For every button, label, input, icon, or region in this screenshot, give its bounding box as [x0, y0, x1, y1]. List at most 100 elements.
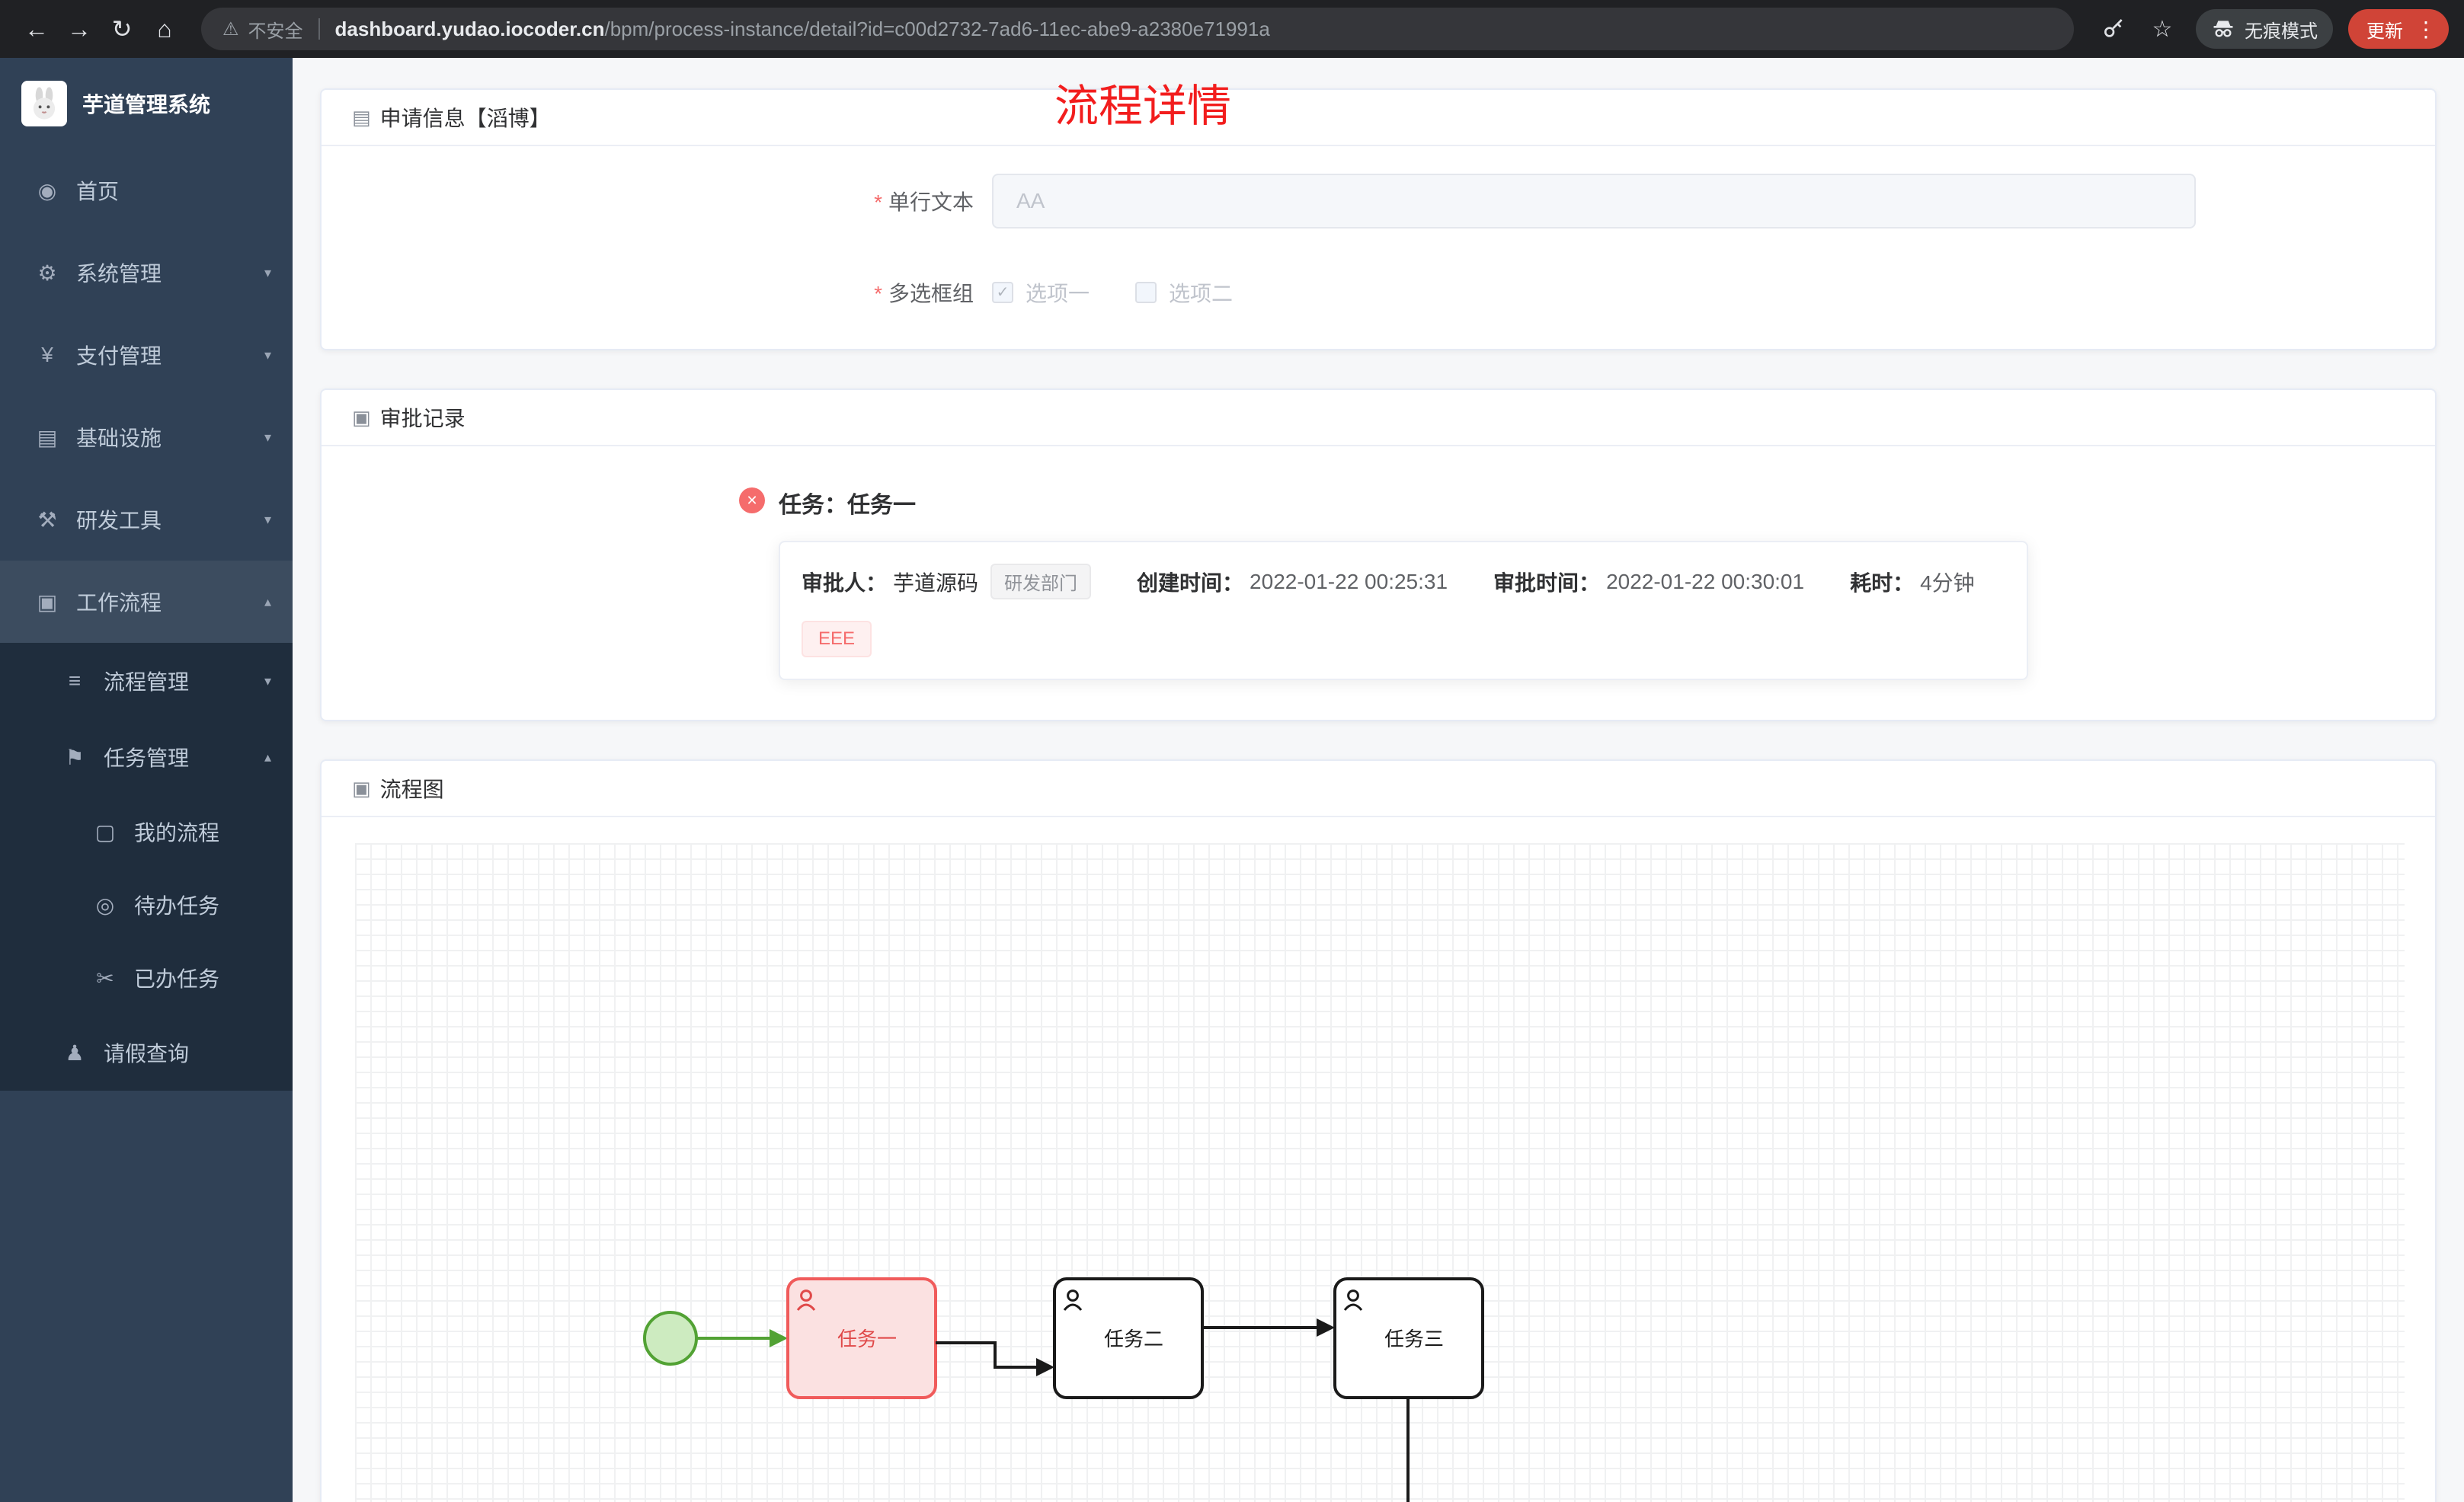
app-title: 芋道管理系统 — [82, 93, 211, 117]
sidebar-item-my-processes[interactable]: ▢ 我的流程 — [0, 795, 293, 868]
approved-label: 审批时间： — [1493, 570, 1601, 595]
record-icon: ▣ — [352, 405, 371, 429]
bookmark-star-icon[interactable]: ☆ — [2152, 16, 2173, 42]
sidebar-item-infrastructure[interactable]: ▤ 基础设施 ▾ — [0, 396, 293, 478]
chevron-up-icon: ▴ — [264, 749, 271, 765]
sidebar-item-todo-tasks[interactable]: ◎ 待办任务 — [0, 868, 293, 941]
task3-node[interactable]: 任务三 — [1333, 1277, 1484, 1399]
field-label: *多选框组 — [874, 282, 974, 305]
sidebar-item-devtools[interactable]: ⚒ 研发工具 ▾ — [0, 478, 293, 561]
security-warning-icon: ⚠ — [222, 18, 239, 40]
checkbox-option-1: ✓ 选项一 — [992, 277, 1090, 308]
yen-icon: ¥ — [41, 343, 53, 366]
sidebar-item-system[interactable]: ⚙ 系统管理 ▾ — [0, 232, 293, 314]
svg-text:任务三: 任务三 — [1384, 1328, 1444, 1350]
incognito-icon — [2213, 21, 2233, 37]
approval-records-card: ▣ 审批记录 ✕ 任务：任务一 审批人： 芋道源码 研发部门 创建时间： 202… — [320, 388, 2437, 721]
user-task-icon — [1063, 1289, 1083, 1311]
form-row-single-line-text: *单行文本 — [352, 174, 2405, 228]
arrowhead — [1036, 1358, 1054, 1376]
apply-info-header: ▤ 申请信息【滔博】 — [322, 90, 2435, 146]
flag-icon: ⚑ — [65, 745, 85, 769]
key-icon[interactable] — [2094, 9, 2133, 49]
list-icon: ≡ — [68, 669, 82, 692]
required-mark: * — [874, 190, 882, 214]
bpmn-canvas[interactable]: 任务一 任务二 — [355, 843, 2405, 1502]
logo-rabbit-icon — [21, 81, 67, 126]
sequence-flow-task1-task2 — [936, 1341, 1036, 1369]
dashboard-icon: ◉ — [37, 178, 57, 203]
process-diagram-card: ▣ 流程图 — [320, 759, 2437, 1502]
workflow-submenu: ≡ 流程管理 ▾ ⚑ 任务管理 ▴ ▢ 我的流程 ◎ 待办任务 ✂ 已办任务 — [0, 643, 293, 1091]
task2-node[interactable]: 任务二 — [1053, 1277, 1204, 1399]
reload-button[interactable]: ↻ — [111, 15, 133, 43]
forward-button[interactable]: → — [67, 14, 91, 43]
apply-info-card: ▤ 申请信息【滔博】 *单行文本 *多选框组 ✓ 选项一 — [320, 88, 2437, 350]
main-content: 流程详情 ▤ 申请信息【滔博】 *单行文本 *多选框组 ✓ 选项一 — [293, 58, 2464, 1502]
workflow-icon: ▣ — [37, 590, 58, 614]
chevron-down-icon: ▾ — [264, 264, 271, 280]
approval-detail-card: 审批人： 芋道源码 研发部门 创建时间： 2022-01-22 00:25:31… — [779, 541, 2028, 680]
sidebar-item-home[interactable]: ◉ 首页 — [0, 149, 293, 232]
task-title: 任务：任务一 — [779, 493, 916, 518]
chevron-down-icon: ▾ — [264, 673, 271, 689]
incognito-badge: 无痕模式 — [2196, 9, 2333, 49]
person-icon: ♟ — [65, 1040, 85, 1065]
form-row-checkbox-group: *多选框组 ✓ 选项一 选项二 — [352, 277, 2405, 308]
field-label: *单行文本 — [874, 190, 974, 214]
app-logo[interactable]: 芋道管理系统 — [0, 58, 293, 149]
created-label: 创建时间： — [1137, 570, 1244, 595]
svg-text:任务一: 任务一 — [837, 1328, 897, 1350]
url-path: /bpm/process-instance/detail?id=c00d2732… — [604, 17, 1270, 40]
user-task-icon — [796, 1289, 816, 1311]
dept-tag: 研发部门 — [990, 564, 1092, 599]
checkbox-group: ✓ 选项一 选项二 — [992, 277, 1233, 308]
url-text: dashboard.yudao.iocoder.cn/bpm/process-i… — [335, 18, 1270, 41]
duration-value: 4分钟 — [1920, 570, 1975, 595]
sidebar-item-workflow[interactable]: ▣ 工作流程 ▴ — [0, 561, 293, 643]
checkbox-checked-icon: ✓ — [992, 282, 1013, 303]
url-bar[interactable]: ⚠ 不安全 dashboard.yudao.iocoder.cn/bpm/pro… — [201, 8, 2074, 50]
task1-node[interactable]: 任务一 — [786, 1277, 937, 1399]
browser-update-button[interactable]: 更新 ⋮ — [2348, 9, 2449, 49]
home-button[interactable]: ⌂ — [157, 14, 172, 43]
sidebar: 芋道管理系统 ◉ 首页 ⚙ 系统管理 ▾ ¥ 支付管理 ▾ ▤ 基础设施 ▾ ⚒… — [0, 58, 293, 1502]
process-diagram-title: 流程图 — [379, 778, 444, 801]
duration-label: 耗时： — [1850, 570, 1915, 595]
approver-label: 审批人： — [802, 570, 888, 595]
page-title: 流程详情 — [1054, 81, 1232, 131]
approver-name: 芋道源码 — [893, 570, 979, 595]
gear-icon: ⚙ — [37, 260, 57, 285]
svg-text:任务二: 任务二 — [1104, 1328, 1163, 1350]
sidebar-item-leave-query[interactable]: ♟ 请假查询 — [0, 1015, 293, 1091]
approval-timeline-item: ✕ 任务：任务一 审批人： 芋道源码 研发部门 创建时间： 2022-01-22… — [739, 486, 2405, 680]
comment-tag: EEE — [802, 621, 872, 657]
chevron-down-icon: ▾ — [264, 429, 271, 445]
back-button[interactable]: ← — [24, 14, 49, 43]
incognito-label: 无痕模式 — [2245, 21, 2318, 42]
chevron-up-icon: ▴ — [264, 593, 271, 609]
sidebar-item-done-tasks[interactable]: ✂ 已办任务 — [0, 941, 293, 1015]
created-time: 2022-01-22 00:25:31 — [1250, 569, 1448, 593]
sidebar-item-process-management[interactable]: ≡ 流程管理 ▾ — [0, 643, 293, 719]
eye-icon: ◎ — [95, 893, 115, 917]
apply-info-title: 申请信息【滔博】 — [379, 107, 551, 130]
required-mark: * — [874, 282, 882, 305]
diagram-icon: ▣ — [352, 776, 371, 800]
start-event-node[interactable] — [643, 1311, 698, 1366]
sidebar-item-task-management[interactable]: ⚑ 任务管理 ▴ — [0, 719, 293, 795]
chevron-down-icon: ▾ — [264, 347, 271, 363]
checkbox-option-2: 选项二 — [1135, 277, 1233, 308]
security-label: 不安全 — [248, 21, 303, 42]
arrowhead — [1317, 1318, 1335, 1337]
omnibox-divider — [318, 18, 320, 40]
browser-chrome: ← → ↻ ⌂ ⚠ 不安全 dashboard.yudao.iocoder.cn… — [0, 0, 2464, 58]
url-domain: dashboard.yudao.iocoder.cn — [334, 17, 605, 40]
user-task-icon — [1343, 1289, 1363, 1311]
approval-records-header: ▣ 审批记录 — [322, 390, 2435, 446]
approved-time: 2022-01-22 00:30:01 — [1606, 569, 1805, 593]
sidebar-item-payment[interactable]: ¥ 支付管理 ▾ — [0, 314, 293, 396]
arrowhead — [770, 1329, 788, 1347]
browser-menu-icon[interactable]: ⋮ — [2415, 17, 2437, 41]
hammer-icon: ⚒ — [37, 507, 57, 532]
